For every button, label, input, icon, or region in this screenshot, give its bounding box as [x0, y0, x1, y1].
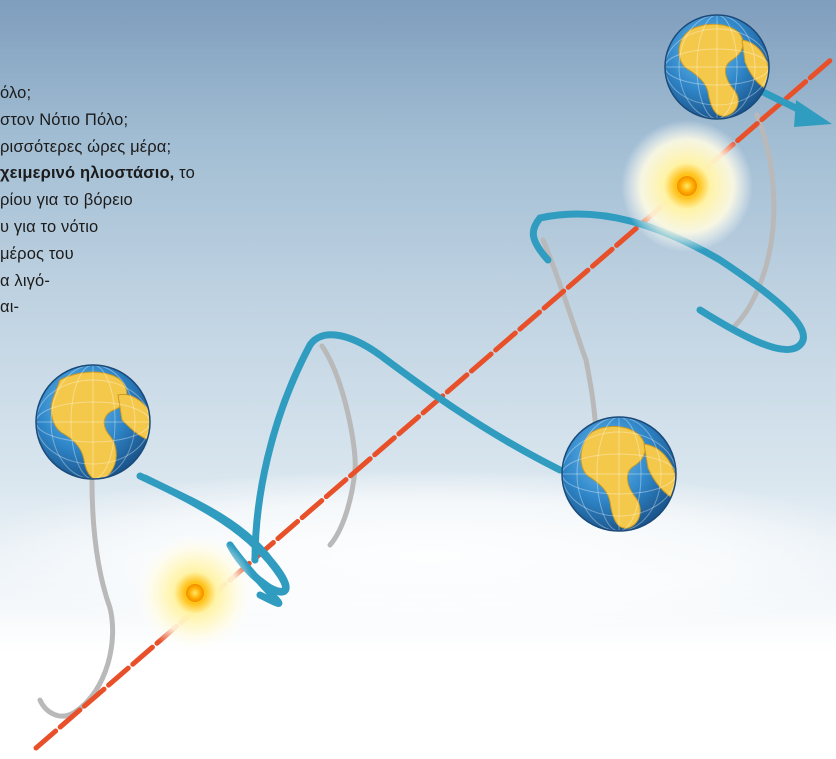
text-line: στον Νότιο Πόλο; — [0, 110, 129, 129]
text-line: μέρος του — [0, 244, 74, 263]
earth-globe-icon — [35, 364, 151, 480]
text-line: α λιγό- — [0, 271, 51, 290]
earth-globe-icon — [561, 416, 677, 532]
earth-globe-icon — [664, 14, 770, 120]
bold-term: χειμερινό ηλιοστάσιο, — [0, 164, 175, 183]
text-line: χειμερινό ηλιοστάσιο, το — [0, 160, 195, 187]
sun-icon — [621, 120, 753, 252]
text-line: υ για το νότιο — [0, 218, 99, 236]
direction-arrow-icon — [759, 88, 832, 127]
text-line: ρίου για το βόρειο — [0, 191, 133, 210]
text-excerpt: όλο; στον Νότιο Πόλο; ρισσότερες ώρες μέ… — [0, 80, 290, 400]
sun-icon — [135, 533, 255, 653]
orbit-ribbon-front — [136, 210, 807, 607]
text-line: ρισσότερες ώρες μέρα; — [0, 137, 172, 156]
orbit-ribbon-curl — [141, 474, 289, 595]
text-line: αι- — [0, 298, 20, 317]
text-line: όλο; — [0, 84, 32, 102]
text-line-tail: το — [174, 164, 195, 183]
